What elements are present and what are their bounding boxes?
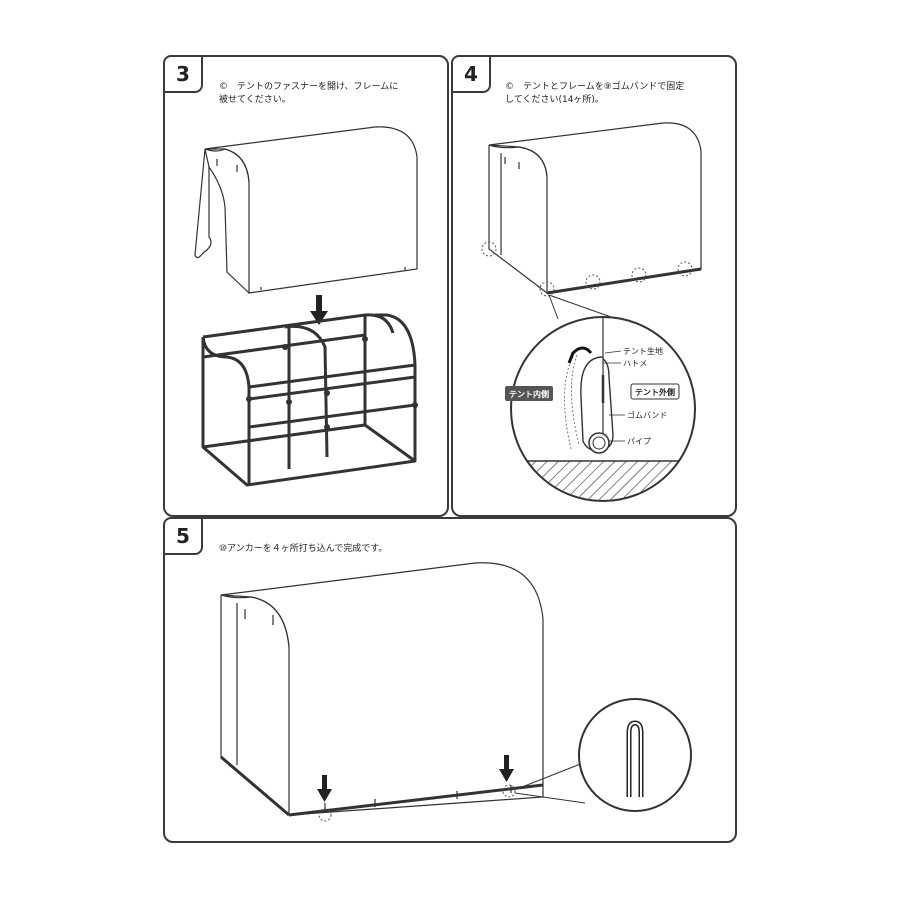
step-number: 4 xyxy=(451,55,491,93)
down-arrow-icon xyxy=(317,755,514,802)
tent-over-frame-illustration xyxy=(194,126,418,487)
band-fastening-illustration: テント生地 ハトメ ゴムバンド パイプ テント内側 テント外側 xyxy=(481,122,702,502)
tag-tent-outside: テント外側 xyxy=(630,383,680,400)
step-4-panel: 4 © テントとフレームを⑨ゴムバンドで固定 してください(14ヶ所)。 xyxy=(451,55,737,517)
tent-body xyxy=(488,122,702,295)
svg-text:テント内側: テント内側 xyxy=(509,389,549,399)
step-instruction: ⑩アンカーを４ヶ所打ち込んで完成です。 xyxy=(219,544,388,554)
step-number: 3 xyxy=(163,55,203,93)
step-instruction: © テントとフレームを⑨ゴムバンドで固定 してください(14ヶ所)。 xyxy=(505,82,685,105)
label-pipe: パイプ xyxy=(627,437,651,446)
zoom-leader xyxy=(548,294,559,320)
step-5-panel: 5 ⑩アンカーを４ヶ所打ち込んで完成です。 xyxy=(163,517,737,843)
tent-cover xyxy=(194,126,418,294)
step-number: 5 xyxy=(163,517,203,555)
svg-text:テント外側: テント外側 xyxy=(635,387,675,397)
label-grommet: ハトメ xyxy=(623,359,647,368)
frame-joints xyxy=(246,336,418,430)
band-points xyxy=(481,241,693,297)
label-tent-fabric: テント生地 xyxy=(623,346,663,356)
pipe-frame xyxy=(201,313,417,487)
callout-lines xyxy=(603,350,625,442)
anchor-detail xyxy=(578,698,692,812)
tag-tent-inside: テント内側 xyxy=(505,386,553,401)
magnified-detail xyxy=(510,316,696,502)
down-arrow-icon xyxy=(310,295,328,325)
completed-tent-illustration xyxy=(220,562,692,822)
step-instruction: © テントのファスナーを開け、フレームに 被せてください。 xyxy=(219,82,399,105)
tent-body xyxy=(220,562,544,817)
label-rubber-band: ゴムバンド xyxy=(627,410,667,420)
step-3-panel: 3 © テントのファスナーを開け、フレームに 被せてください。 xyxy=(163,55,449,517)
anchor-points xyxy=(318,784,516,822)
